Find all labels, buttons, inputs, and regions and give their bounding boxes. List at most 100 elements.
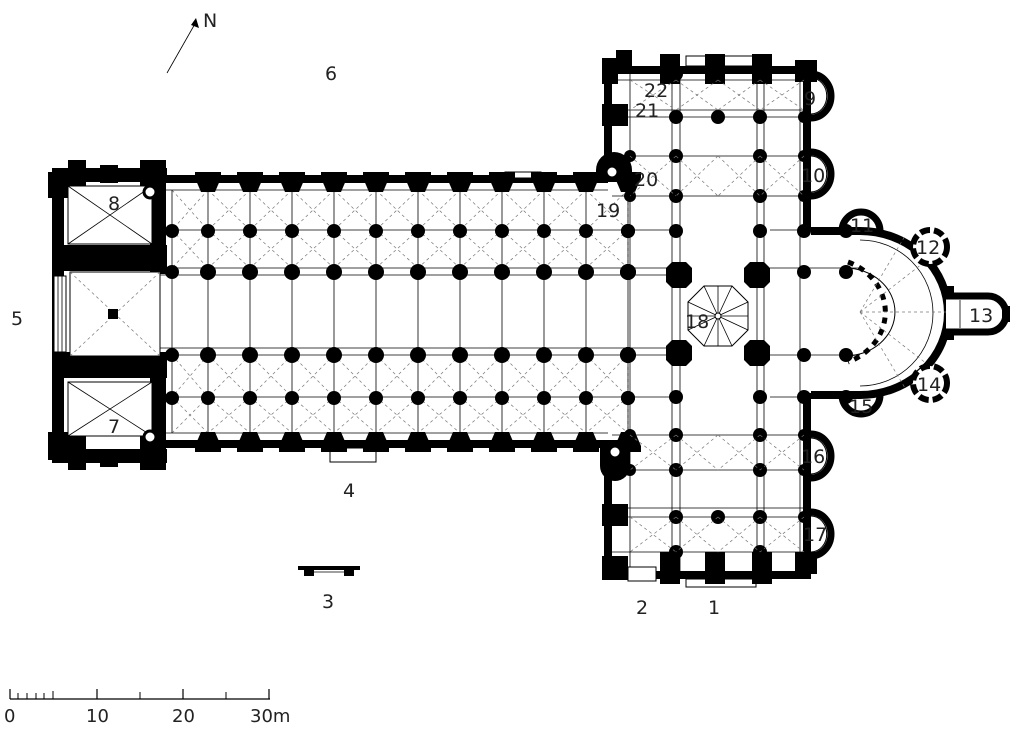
pier <box>243 224 257 238</box>
pier <box>411 224 425 238</box>
pier <box>410 347 426 363</box>
label-15: 15 <box>849 396 873 418</box>
pier <box>285 391 299 405</box>
nave-vaults <box>171 189 629 434</box>
label-4: 4 <box>343 480 355 502</box>
vault-rib <box>717 79 761 111</box>
pier <box>578 347 594 363</box>
pier <box>452 264 468 280</box>
label-17: 17 <box>803 524 827 546</box>
vault-rib <box>459 189 503 231</box>
label-21: 21 <box>635 100 659 122</box>
vault-rib <box>501 189 545 231</box>
label-3: 3 <box>322 591 334 613</box>
pier <box>620 264 636 280</box>
pier <box>621 224 635 238</box>
label-22: 22 <box>644 80 668 102</box>
transept-pier <box>798 111 810 123</box>
buttress <box>363 172 389 192</box>
vault-rib <box>585 189 629 231</box>
transept-pier <box>753 67 767 81</box>
scale-label-20: 20 <box>172 706 195 727</box>
transept-pier <box>798 190 810 202</box>
vault-rib <box>759 155 805 197</box>
vault-rib <box>291 189 335 231</box>
label-11: 11 <box>850 215 874 237</box>
vault-rib <box>759 79 805 111</box>
detached-element <box>298 566 360 576</box>
vault-rib <box>417 189 461 231</box>
pier <box>495 391 509 405</box>
vault-rib <box>459 189 503 231</box>
scale-label-0: 0 <box>4 706 15 727</box>
buttress <box>531 172 557 192</box>
label-8: 8 <box>108 193 120 215</box>
pier <box>165 224 179 238</box>
label-20: 20 <box>634 169 658 191</box>
pier <box>242 347 258 363</box>
vault-rib <box>375 354 419 398</box>
vault-rib <box>417 189 461 231</box>
pier <box>411 391 425 405</box>
plan-labels: 1 2 3 4 5 6 7 8 9 10 11 12 13 14 15 16 1… <box>11 63 993 619</box>
pier <box>579 391 593 405</box>
vault-rib <box>675 155 719 197</box>
choir-pier <box>839 265 853 279</box>
pier <box>410 264 426 280</box>
vault-rib <box>249 354 293 398</box>
pier <box>452 347 468 363</box>
buttress <box>195 172 221 192</box>
vault-rib <box>207 354 251 398</box>
label-2: 2 <box>636 597 648 619</box>
buttress <box>321 172 347 192</box>
vault-rib <box>543 189 587 231</box>
pier <box>284 347 300 363</box>
transept-pier <box>711 110 725 124</box>
vault-rib <box>375 354 419 398</box>
vault-rib <box>759 155 805 197</box>
label-16: 16 <box>801 446 825 468</box>
vault-rib <box>375 189 419 231</box>
transept-pier <box>753 224 767 238</box>
transept-pier <box>624 464 636 476</box>
transept-pier <box>669 110 683 124</box>
buttress <box>237 432 263 452</box>
label-9: 9 <box>804 88 816 110</box>
vault-rib <box>333 354 377 398</box>
label-5: 5 <box>11 308 23 330</box>
transept-pier <box>753 390 767 404</box>
vault-rib <box>333 189 377 231</box>
pier <box>578 264 594 280</box>
pier <box>201 391 215 405</box>
vault-rib <box>291 189 335 231</box>
choir-pier <box>797 224 811 238</box>
pier <box>536 347 552 363</box>
vault-rib <box>171 396 209 434</box>
pier <box>536 264 552 280</box>
transept-piers <box>624 67 853 559</box>
vault-rib <box>717 155 761 197</box>
label-6: 6 <box>325 63 337 85</box>
vault-rib <box>249 189 293 231</box>
buttress <box>447 432 473 452</box>
label-18: 18 <box>685 311 709 333</box>
pier <box>327 391 341 405</box>
transept-pier <box>669 224 683 238</box>
pier <box>579 224 593 238</box>
pier <box>537 224 551 238</box>
transept-pier <box>669 67 683 81</box>
transept-pier <box>753 110 767 124</box>
vault-rib <box>207 189 251 231</box>
scale-label-10: 10 <box>86 706 109 727</box>
pier <box>537 391 551 405</box>
pier <box>165 265 179 279</box>
label-13: 13 <box>969 305 993 327</box>
buttress <box>363 432 389 452</box>
crossing <box>666 262 770 366</box>
scale-bar: 0 10 20 30m <box>4 689 290 727</box>
scale-label-30: 30m <box>250 706 290 727</box>
pier <box>201 224 215 238</box>
buttress <box>321 432 347 452</box>
north-arrow: N <box>166 10 217 74</box>
